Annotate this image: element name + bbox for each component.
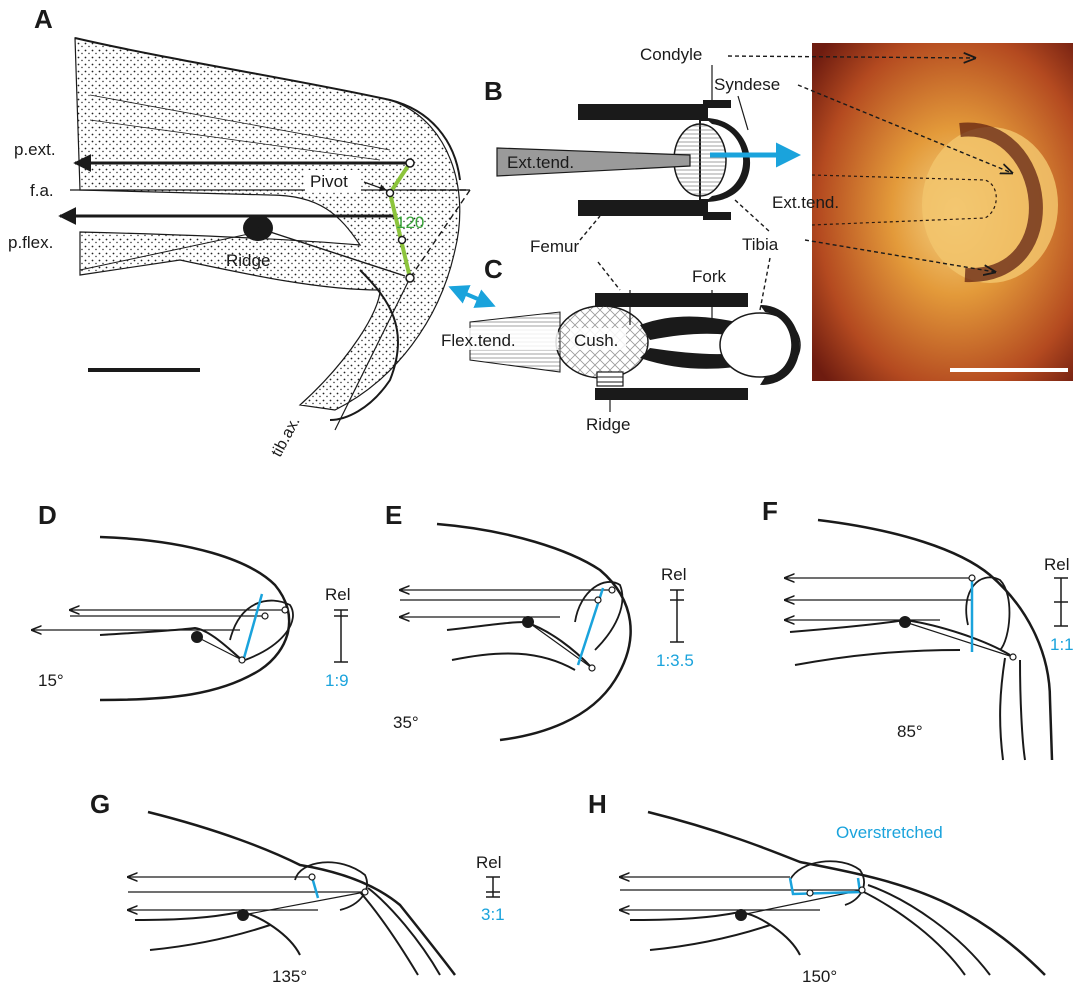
tibia-pointer-1	[735, 200, 770, 232]
joint-e-1	[609, 587, 615, 593]
label-flex-tend: Flex.tend.	[441, 331, 516, 350]
rel-f: Rel	[1044, 555, 1070, 574]
condyle-top	[703, 100, 731, 108]
ext-insertion-point	[406, 159, 414, 167]
panel-f: F 85° Rel 1:1	[762, 496, 1074, 760]
label-syndese: Syndese	[714, 75, 780, 94]
label-tibia: Tibia	[742, 235, 779, 254]
label-cush: Cush.	[574, 331, 618, 350]
panel-a-letter: A	[34, 4, 53, 34]
lever-mid-point	[399, 237, 406, 244]
link-double-arrow	[452, 288, 492, 305]
ridge-block-c	[597, 372, 623, 386]
femur-lower-h	[630, 912, 800, 955]
panel-e: E 35° Rel 1:3.5	[385, 500, 694, 740]
syndese-pointer	[738, 96, 748, 130]
tibia-head-e	[575, 582, 622, 650]
angle-g: 135°	[272, 967, 307, 986]
overstretched-note: Overstretched	[836, 823, 943, 842]
label-ext-tend-photo: Ext.tend.	[772, 193, 839, 212]
label-ext-tend-b: Ext.tend.	[507, 153, 574, 172]
tibia-shaft-g	[360, 888, 440, 975]
joint-e-2	[595, 597, 601, 603]
pivot-point	[387, 190, 394, 197]
panel-g-letter: G	[90, 789, 110, 819]
rel-g: Rel	[476, 853, 502, 872]
label-ridge-c: Ridge	[586, 415, 630, 434]
leg-outline-f	[818, 520, 1052, 760]
rel-e: Rel	[661, 565, 687, 584]
tibia-pointer-2	[760, 258, 770, 310]
joint-d-2	[262, 613, 268, 619]
femur-lower-f	[790, 620, 1010, 665]
rel-d: Rel	[325, 585, 351, 604]
tibia-shaft-f	[1000, 658, 1025, 760]
femur-lower-e	[447, 622, 592, 670]
joint-e-3	[589, 665, 595, 671]
joint-g-2	[362, 889, 368, 895]
panel-h-letter: H	[588, 789, 607, 819]
leg-outline-d	[100, 537, 289, 700]
joint-g-1	[309, 874, 315, 880]
lever-blue-h	[790, 878, 860, 894]
leg-outline-e	[437, 524, 631, 740]
panel-c: C Fork Flex.tend. Cush. Ridge	[438, 254, 800, 434]
panel-h: H Overstretched 150°	[588, 789, 1045, 986]
ratio-f: 1:1	[1050, 635, 1074, 654]
panel-a: A p.ext. f.a. p.flex. Pivot 120 Ridge ti…	[8, 4, 492, 460]
panel-f-letter: F	[762, 496, 778, 526]
ratio-g: 3:1	[481, 905, 505, 924]
panel-d-letter: D	[38, 500, 57, 530]
label-pivot: Pivot	[310, 172, 348, 191]
joint-f-1	[969, 575, 975, 581]
femur-lower-d	[100, 628, 242, 660]
label-fork: Fork	[692, 267, 727, 286]
femur-wall-bottom-c	[595, 388, 748, 400]
angle-e: 35°	[393, 713, 419, 732]
tibia-shaft-h	[860, 885, 990, 975]
femur-wall-bottom-b	[578, 200, 708, 216]
panel-e-letter: E	[385, 500, 402, 530]
joint-d-1	[282, 607, 288, 613]
label-femur: Femur	[530, 237, 579, 256]
femur-wall-top-c	[595, 293, 748, 307]
panel-c-letter: C	[484, 254, 503, 284]
joint-h-1	[807, 890, 813, 896]
condyle-bottom	[703, 212, 731, 220]
joint-h-2	[859, 887, 865, 893]
femur-pointer-2	[598, 262, 620, 290]
label-angle-120: 120	[396, 213, 424, 232]
label-p-flex: p.flex.	[8, 233, 53, 252]
label-p-ext: p.ext.	[14, 140, 56, 159]
leg-outline-g	[148, 812, 455, 975]
label-condyle: Condyle	[640, 45, 702, 64]
panel-b: B Ext.tend. Condyle Syndese Femur Tibia	[484, 45, 796, 310]
label-f-a: f.a.	[30, 181, 54, 200]
angle-h: 150°	[802, 967, 837, 986]
panel-b-letter: B	[484, 76, 503, 106]
ratio-d: 1:9	[325, 671, 349, 690]
femur-lower-g	[135, 912, 300, 955]
label-tib-ax: tib.ax.	[269, 414, 304, 460]
flex-tendon-e	[528, 622, 592, 668]
lever-blue-d	[244, 594, 262, 658]
panel-g: G 135° Rel 3:1	[90, 789, 505, 986]
flex-insertion-point	[406, 274, 414, 282]
angle-f: 85°	[897, 722, 923, 741]
label-ridge-a: Ridge	[226, 251, 270, 270]
angle-d: 15°	[38, 671, 64, 690]
ratio-e: 1:3.5	[656, 651, 694, 670]
flex-tendon-g	[243, 892, 365, 915]
joint-f-2	[1010, 654, 1016, 660]
panel-d: D 15° Rel 1:9	[32, 500, 351, 700]
joint-d-3	[239, 657, 245, 663]
femur-wall-top-b	[578, 104, 708, 120]
femur-pointer-1	[580, 216, 600, 240]
